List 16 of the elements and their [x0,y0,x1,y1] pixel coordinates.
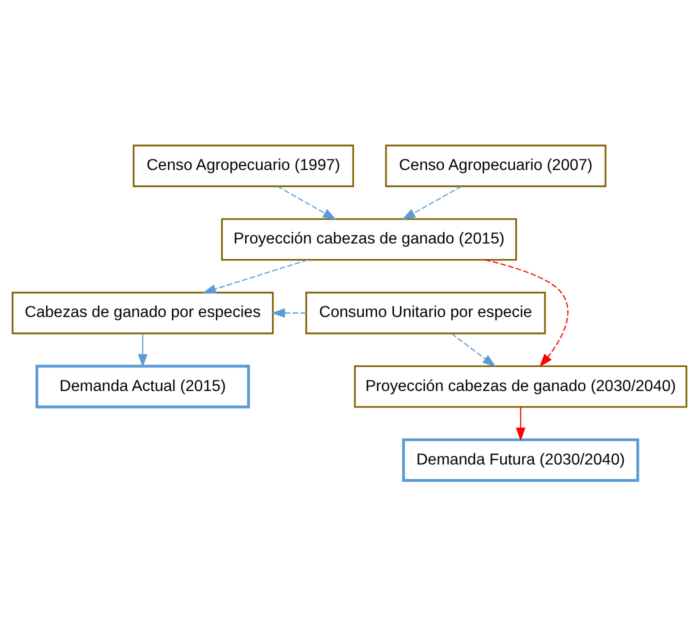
arrow [484,258,568,367]
arrow [516,406,526,441]
arrow [277,185,336,220]
node-box: Censo Agropecuario (1997) [132,144,354,187]
node-box: Demanda Actual (2015) [35,364,250,408]
node-box: Proyección cabezas de ganado (2030/2040) [354,364,688,408]
arrow [271,308,306,318]
arrow [402,185,462,220]
node-box: Censo Agropecuario (2007) [385,144,606,187]
arrow [451,332,496,366]
node-box: Consumo Unitario por especie [305,291,546,334]
node-box: Cabezas de ganado por especies [12,291,274,334]
node-box: Demanda Futura (2030/2040) [402,438,640,482]
arrow [202,258,308,294]
node-box: Proyección cabezas de ganado (2015) [221,218,517,260]
arrow [138,333,148,368]
